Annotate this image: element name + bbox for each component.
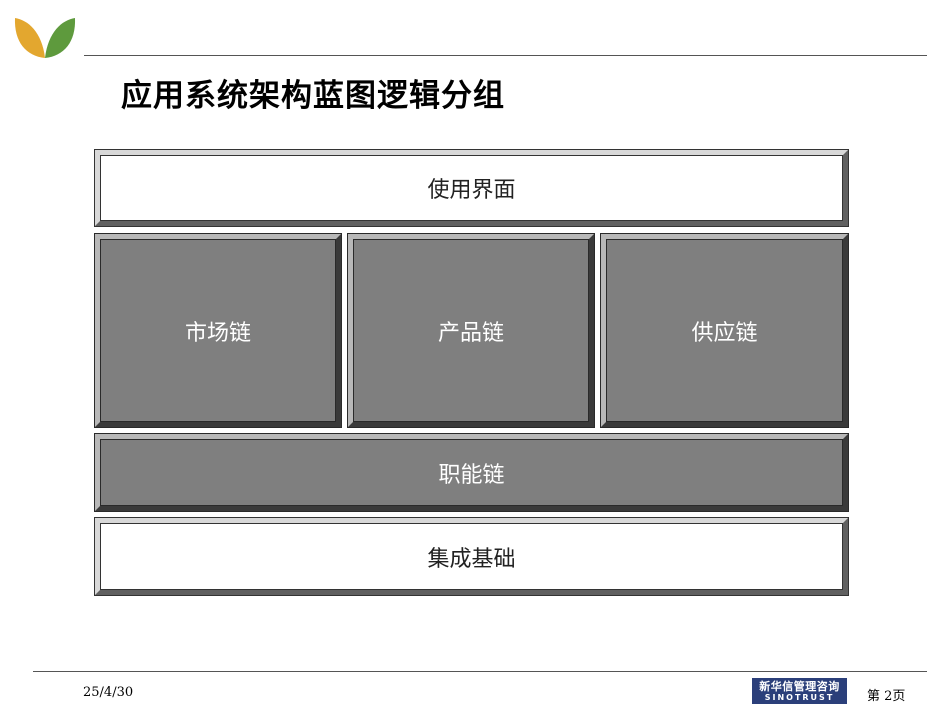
product-chain-block: 产品链 (348, 234, 594, 427)
leaf-logo-icon (14, 18, 76, 58)
product-chain-label: 产品链 (437, 320, 504, 346)
market-chain-block: 市场链 (95, 234, 341, 427)
brand-cn: 新华信管理咨询 (759, 679, 840, 693)
slide-date: 25/4/30 (83, 685, 134, 700)
top-divider (84, 55, 927, 56)
integration-label: 集成基础 (427, 546, 516, 572)
supply-chain-label: 供应链 (691, 320, 758, 346)
market-chain-label: 市场链 (184, 320, 251, 346)
function-chain-label: 职能链 (438, 462, 505, 488)
page-number: 第 2页 (867, 689, 906, 704)
supply-chain-block: 供应链 (601, 234, 848, 427)
bottom-divider (33, 671, 927, 672)
integration-block: 集成基础 (95, 518, 848, 595)
brand-en: SINOTRUST (764, 692, 835, 702)
function-chain-block: 职能链 (95, 434, 848, 511)
ui-layer-label: 使用界面 (427, 178, 516, 203)
ui-layer-block: 使用界面 (95, 150, 848, 226)
sinotrust-logo: 新华信管理咨询 SINOTRUST (752, 678, 847, 704)
page-title: 应用系统架构蓝图逻辑分组 (121, 78, 505, 114)
